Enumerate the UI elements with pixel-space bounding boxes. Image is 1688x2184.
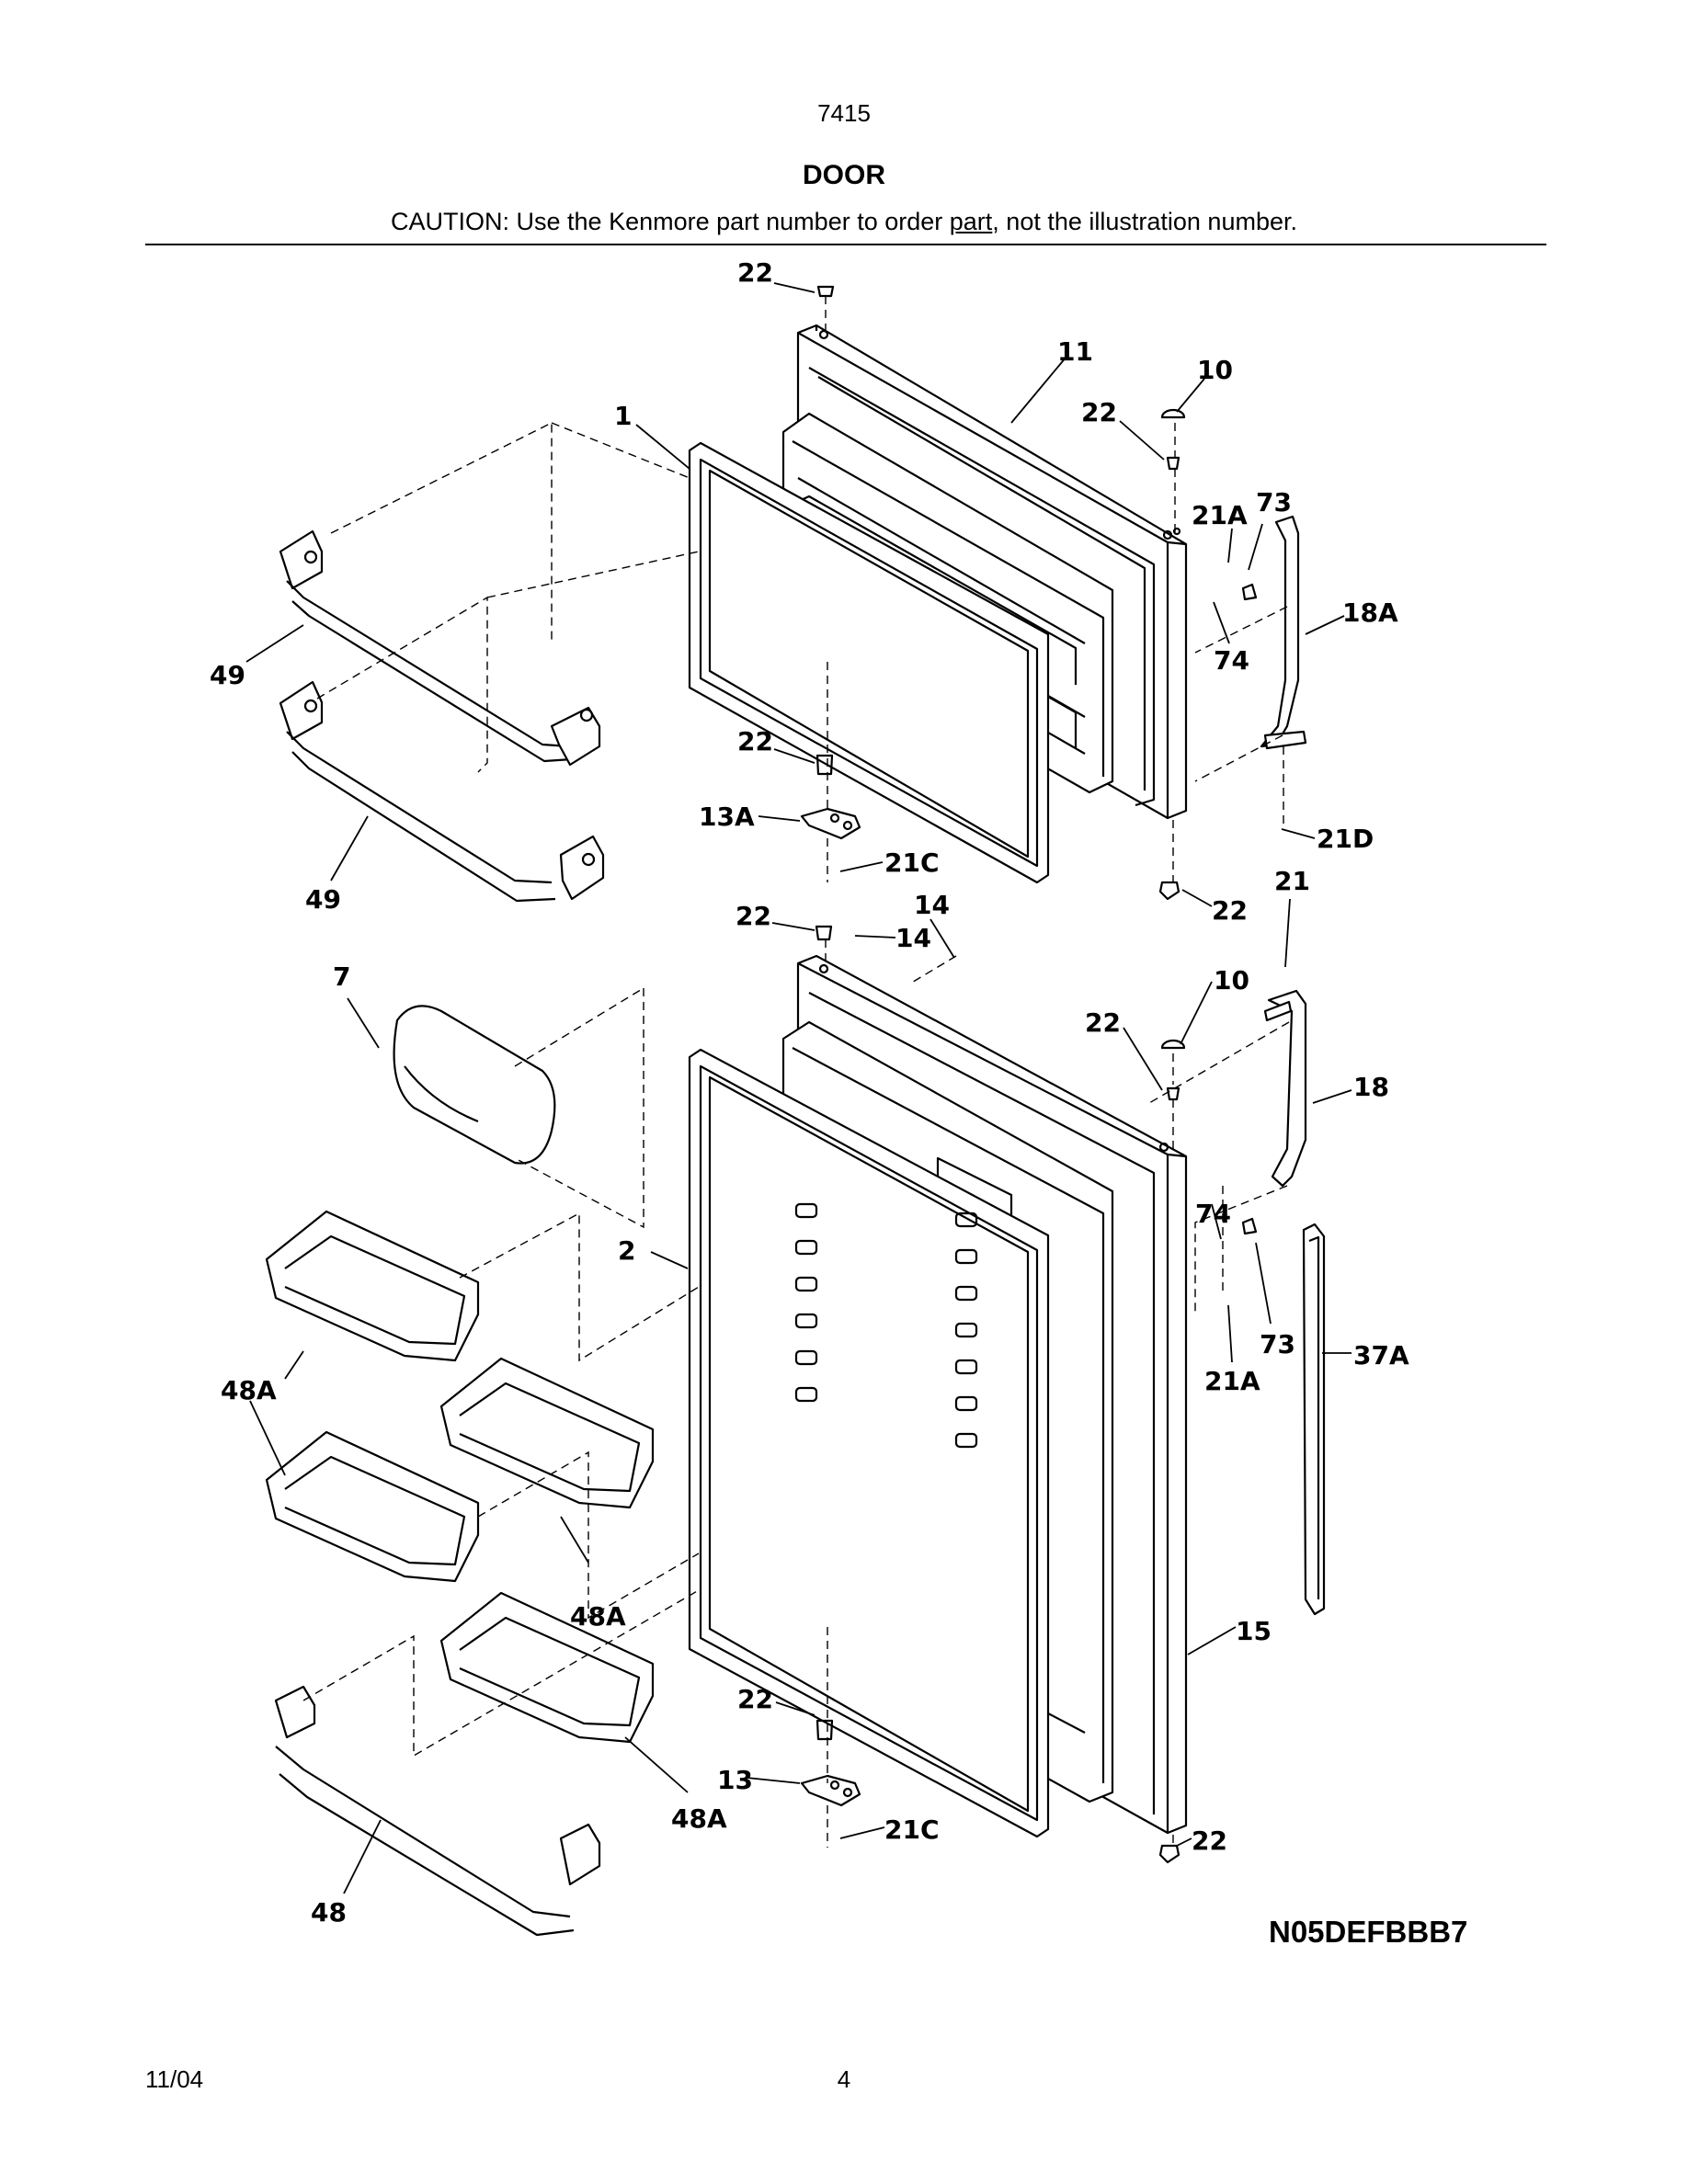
callout-22: 22 xyxy=(1085,1007,1121,1038)
callout-7: 7 xyxy=(333,961,350,992)
callout-48A: 48A xyxy=(671,1803,727,1834)
callout-2: 2 xyxy=(618,1235,635,1266)
callout-15: 15 xyxy=(1236,1616,1272,1646)
callout-74: 74 xyxy=(1195,1199,1231,1229)
callout-21A: 21A xyxy=(1192,500,1248,530)
callout-22: 22 xyxy=(1081,397,1117,427)
screw-cap-upper xyxy=(815,285,1258,901)
callout-10: 10 xyxy=(1214,965,1249,995)
caution-text: CAUTION: Use the Kenmore part number to … xyxy=(391,208,950,235)
callout-22: 22 xyxy=(736,901,771,931)
footer-date: 11/04 xyxy=(145,2065,204,2093)
hinge-cover-strip xyxy=(1302,1223,1326,1616)
caution-link[interactable]: part xyxy=(949,208,993,235)
callout-49: 49 xyxy=(305,884,341,915)
door-shelf-lower xyxy=(279,680,605,903)
diagram-code: N05DEFBBB7 xyxy=(1269,1915,1468,1949)
door-stop-lower xyxy=(800,1774,861,1807)
hinge-upper xyxy=(1260,515,1307,750)
callout-37A: 37A xyxy=(1353,1340,1409,1371)
fresh-food-gasket xyxy=(688,1048,1050,1838)
page-number: 4 xyxy=(837,2065,851,2093)
callout-14: 14 xyxy=(895,923,931,953)
caution-text-end: , not the illustration number. xyxy=(992,208,1297,235)
callout-48A: 48A xyxy=(570,1601,626,1632)
callout-74: 74 xyxy=(1214,645,1249,676)
door-bin-4 xyxy=(439,1591,655,1744)
callout-49: 49 xyxy=(210,660,245,690)
callout-13A: 13A xyxy=(699,802,755,832)
door-stop-upper xyxy=(800,807,861,840)
door-bin-2 xyxy=(439,1357,655,1509)
door-shelf-upper xyxy=(279,529,601,767)
callout-22: 22 xyxy=(737,257,773,288)
callout-22: 22 xyxy=(737,1684,773,1714)
callout-21C: 21C xyxy=(884,847,940,878)
door-bin-1 xyxy=(265,1210,480,1362)
page-title: DOOR xyxy=(803,160,885,190)
callout-13: 13 xyxy=(717,1765,753,1795)
callout-22: 22 xyxy=(1212,895,1248,926)
freezer-gasket xyxy=(688,441,1050,884)
callout-21A: 21A xyxy=(1204,1366,1260,1396)
callout-48A: 48A xyxy=(221,1375,277,1405)
butter-compartment xyxy=(393,1005,556,1165)
leader-lines xyxy=(245,282,1352,1894)
callout-21: 21 xyxy=(1274,866,1310,896)
hinge-middle xyxy=(1263,989,1307,1188)
door-dimples xyxy=(794,1202,978,1449)
model-number: 7415 xyxy=(817,99,871,127)
callout-22: 22 xyxy=(737,726,773,756)
door-bin-3 xyxy=(265,1430,480,1583)
callout-1: 1 xyxy=(614,401,632,431)
callout-18A: 18A xyxy=(1342,597,1398,628)
callout-14: 14 xyxy=(914,890,950,920)
header-rule xyxy=(145,244,1546,245)
assembly-lines xyxy=(302,296,1290,1848)
callout-73: 73 xyxy=(1260,1329,1295,1359)
callout-48: 48 xyxy=(311,1897,347,1928)
callout-10: 10 xyxy=(1197,355,1233,385)
callout-73: 73 xyxy=(1256,487,1292,518)
callout-22: 22 xyxy=(1192,1826,1227,1856)
callout-18: 18 xyxy=(1353,1072,1389,1102)
callout-11: 11 xyxy=(1057,336,1093,367)
callout-21D: 21D xyxy=(1317,824,1374,854)
caution-note: CAUTION: Use the Kenmore part number to … xyxy=(0,208,1688,236)
callout-21C: 21C xyxy=(884,1814,940,1845)
